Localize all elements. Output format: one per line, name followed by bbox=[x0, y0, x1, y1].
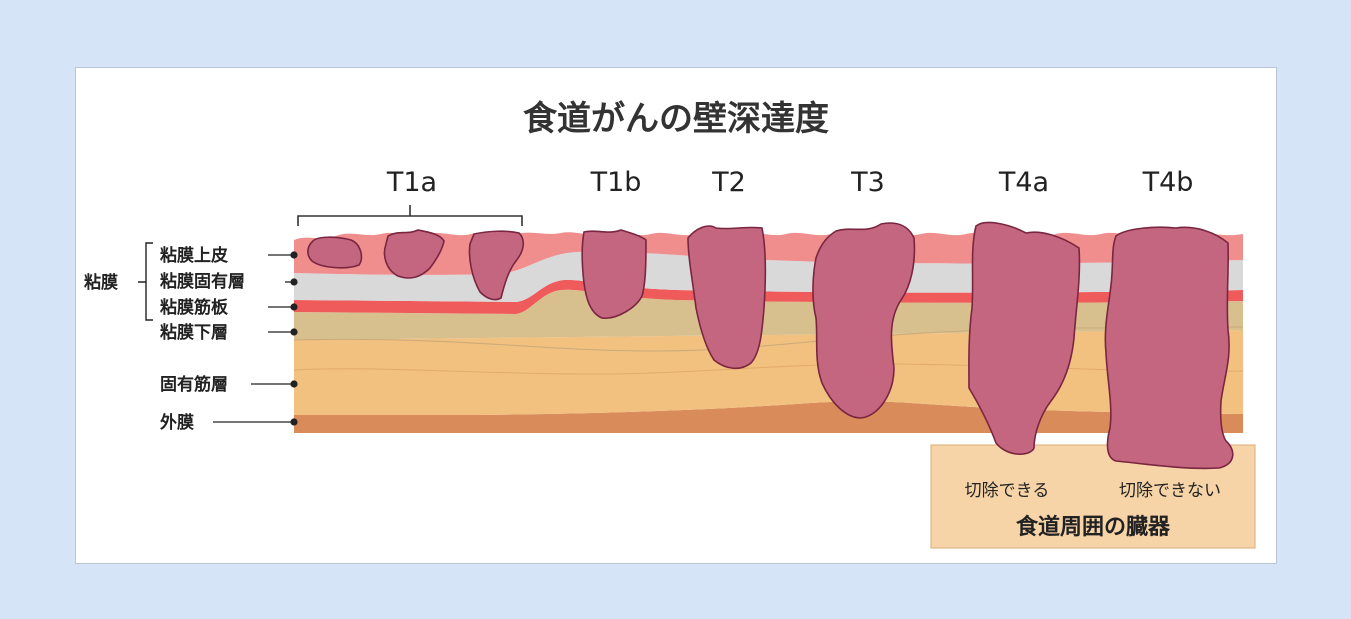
layer-muscularis-mucosae bbox=[294, 279, 1243, 314]
stage-label-t2: T2 bbox=[711, 167, 746, 198]
leader-dot-epithelium bbox=[290, 251, 298, 259]
organ-label-unresectable: 切除できない bbox=[1119, 481, 1221, 501]
layer-labels: 粘膜上皮 粘膜固有層 粘膜筋板 粘膜下層 固有筋層 外膜 粘膜 bbox=[84, 242, 298, 433]
tumor-t3 bbox=[812, 222, 916, 419]
leader-dot-adventitia bbox=[290, 418, 298, 426]
stage-label-t3: T3 bbox=[850, 167, 885, 198]
layer-label-epithelium: 粘膜上皮 bbox=[160, 245, 228, 266]
wall-depth-diagram: 食道がんの壁深達度 T1a T1b T2 T3 T4a T4b 切除できる 切除… bbox=[84, 99, 1256, 549]
tumor-t1b bbox=[581, 229, 647, 319]
tumor-t1a-mid bbox=[383, 229, 445, 279]
diagram-title: 食道がんの壁深達度 bbox=[523, 99, 829, 139]
t1a-bracket bbox=[297, 205, 523, 226]
tumor-t4b bbox=[1104, 226, 1234, 470]
leader-dot-muscularis-propria bbox=[290, 380, 298, 388]
layer-label-muscularis-mucosae: 粘膜筋板 bbox=[160, 297, 229, 318]
stage-label-t1a: T1a bbox=[386, 167, 437, 198]
diagram-card: 食道がんの壁深達度 T1a T1b T2 T3 T4a T4b 切除できる 切除… bbox=[75, 67, 1277, 564]
layer-label-lamina-propria: 粘膜固有層 bbox=[160, 271, 245, 292]
stage-label-t4a: T4a bbox=[998, 167, 1049, 198]
tumor-t4a bbox=[968, 221, 1081, 455]
leader-dot-muscularis-mucosae bbox=[290, 303, 298, 311]
layer-muscularis-propria bbox=[294, 330, 1243, 415]
mucosa-group-label: 粘膜 bbox=[84, 272, 118, 293]
stage-label-t4b: T4b bbox=[1142, 167, 1194, 198]
layer-label-muscularis-propria: 固有筋層 bbox=[160, 374, 228, 395]
tumor-t1a-deep bbox=[468, 230, 525, 301]
stage-label-t1b: T1b bbox=[590, 167, 642, 198]
tissue-line-muscularis bbox=[293, 363, 1244, 375]
tissue-line-submucosa bbox=[293, 326, 1244, 352]
leader-dot-submucosa bbox=[290, 328, 298, 336]
layer-label-adventitia: 外膜 bbox=[160, 412, 194, 433]
mucosa-group-bracket bbox=[138, 242, 153, 321]
layer-label-submucosa: 粘膜下層 bbox=[160, 322, 228, 343]
tumor-t1a-small bbox=[307, 236, 363, 269]
leader-dot-lamina-propria bbox=[290, 278, 298, 286]
tumor-t2 bbox=[687, 225, 767, 370]
organ-label-resectable: 切除できる bbox=[965, 481, 1050, 501]
organ-box-title: 食道周囲の臓器 bbox=[1016, 514, 1171, 540]
tumors bbox=[307, 221, 1234, 470]
